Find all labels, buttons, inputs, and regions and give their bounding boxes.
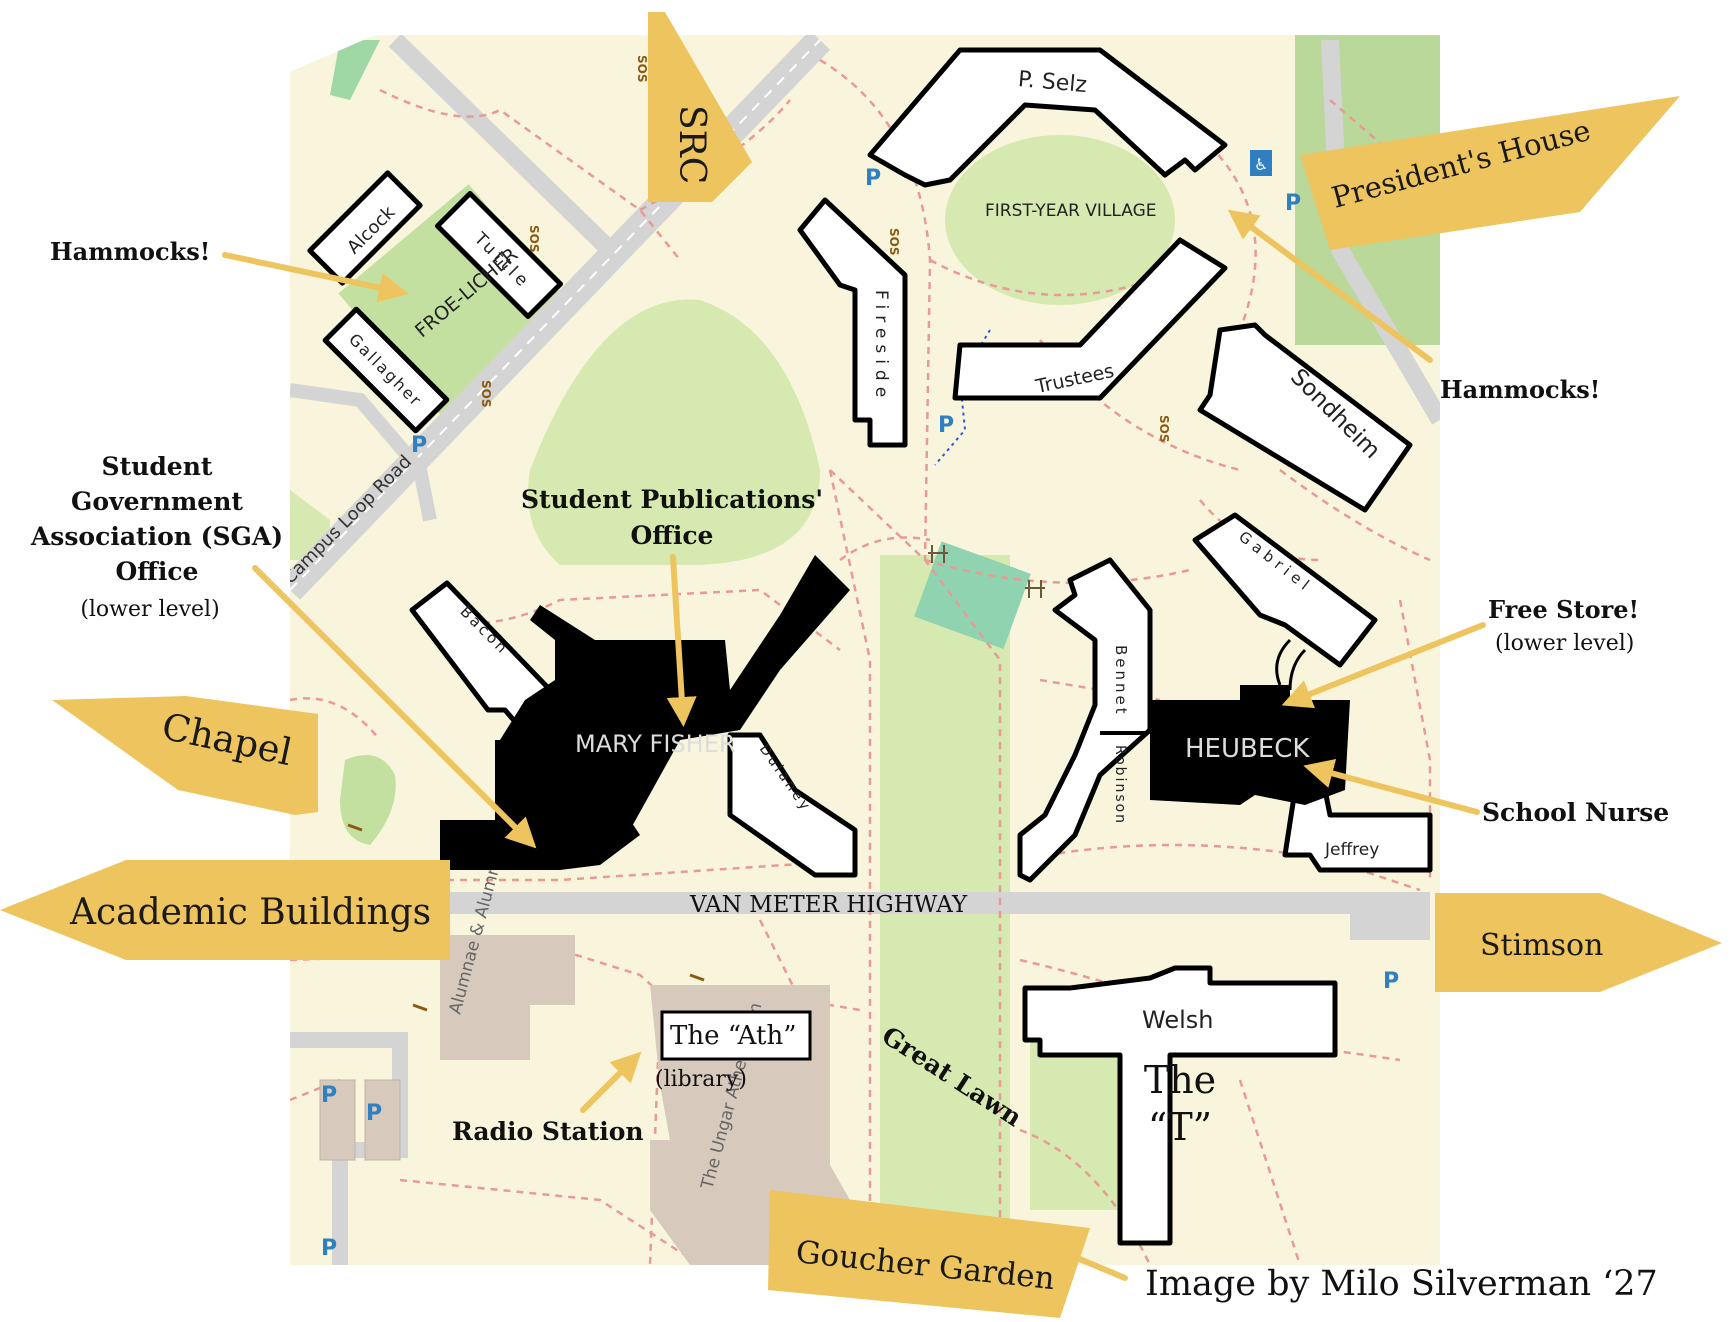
parking-icon: P <box>321 1083 337 1108</box>
welsh-label: Welsh <box>1142 1006 1213 1034</box>
picnic-table-icon <box>1025 580 1045 598</box>
src-label[interactable]: SRC <box>671 105 712 184</box>
accessible-icon: ♿ <box>1250 150 1272 176</box>
van-meter-highway <box>290 892 1430 914</box>
trustees-building <box>952 237 1228 401</box>
jeffrey-label: Jeffrey <box>1324 840 1379 860</box>
p-selz-building <box>867 47 1228 188</box>
robinson-label: Robinson <box>1112 745 1128 825</box>
gabriel-building <box>1192 512 1378 668</box>
direction-banners <box>0 12 1722 1318</box>
academic-buildings <box>440 555 1350 870</box>
welsh-building <box>1022 965 1338 1246</box>
hammocks-left-arrow <box>222 252 409 303</box>
bennet-robinson-building <box>1017 557 1153 883</box>
alumnae-house-footprint <box>440 935 575 1060</box>
sga-label-line-2: Government <box>71 487 243 516</box>
parking-icon: P <box>1285 191 1301 216</box>
student-pubs-label-line-2: Office <box>631 521 714 550</box>
radio-station-arrow <box>580 1051 642 1113</box>
chapel-grove <box>340 755 396 845</box>
credit-label: Image by Milo Silverman ‘27 <box>1145 1264 1658 1304</box>
sos-icon: SOS <box>1157 415 1171 443</box>
chapel-banner <box>52 696 318 815</box>
annotation-labels: Hammocks! Hammocks! Student Government A… <box>30 237 1669 1304</box>
free-store-sublabel: (lower level) <box>1495 631 1634 656</box>
parking-icon: P <box>321 1236 337 1261</box>
school-nurse-label: School Nurse <box>1482 798 1669 827</box>
student-pubs-label: Student Publications' Office <box>521 485 823 550</box>
radio-station-label: Radio Station <box>452 1117 644 1146</box>
parking-icon: P <box>411 433 427 458</box>
parking-icon: P <box>938 413 954 438</box>
sga-label-line-1: Student <box>102 452 213 481</box>
ath-sublabel: (library) <box>655 1067 747 1092</box>
p-selz-label: P. Selz <box>1017 67 1088 98</box>
ath-label-box <box>660 1010 812 1061</box>
goucher-garden-banner <box>768 1190 1090 1318</box>
mary-fisher-label: MARY FISHER <box>575 730 736 758</box>
sga-label-line-4: Office <box>116 557 199 586</box>
bench-icon <box>412 1003 428 1012</box>
dulaney-building <box>727 732 858 878</box>
fireside-building <box>797 197 908 448</box>
heubeck-building <box>1150 685 1350 805</box>
picnic-table-icons <box>928 545 1045 598</box>
src-banner <box>648 12 752 202</box>
sga-label-line-3: Association (SGA) <box>30 522 283 551</box>
student-pubs-arrow <box>666 554 697 727</box>
gallagher-building <box>322 306 450 434</box>
welsh-lawn <box>1030 1040 1130 1210</box>
ath-label[interactable]: The “Ath” <box>670 1021 796 1051</box>
sos-icon: SOS <box>527 225 541 253</box>
northwest-woods <box>330 40 380 100</box>
the-t-label-line-1: The <box>1144 1058 1216 1102</box>
alcock-building <box>307 170 423 286</box>
hammocks-right-label: Hammocks! <box>1440 375 1600 404</box>
sos-icon: SOS <box>887 228 901 256</box>
presidents-house-banner <box>1300 96 1680 250</box>
heubeck-label: HEUBECK <box>1185 734 1310 764</box>
student-pubs-label-line-1: Student Publications' <box>521 485 823 514</box>
svg-text:♿: ♿ <box>1254 155 1268 174</box>
school-nurse-arrow <box>1303 758 1480 815</box>
bennet-label: Bennet <box>1112 645 1130 717</box>
mary-fisher-building <box>440 555 850 870</box>
stimson-banner <box>1435 893 1722 992</box>
fireside-label: Fireside <box>871 290 891 403</box>
first-year-village-lawn <box>945 135 1175 305</box>
hammocks-right-arrow <box>1227 209 1433 363</box>
free-store-label: Free Store! <box>1488 595 1639 624</box>
parking-icons: P P P P P P P P <box>321 166 1399 1261</box>
academic-buildings-banner <box>0 860 450 960</box>
bench-icon <box>347 823 363 832</box>
stimson-label[interactable]: Stimson <box>1480 928 1603 963</box>
sondheim-building <box>1197 322 1413 513</box>
picnic-table-icon <box>928 545 948 563</box>
the-t-label-line-2: “T” <box>1148 1105 1212 1149</box>
first-year-village-label: FIRST-YEAR VILLAGE <box>985 201 1157 221</box>
buildings <box>307 47 1433 1246</box>
van-meter-highway-label: VAN METER HIGHWAY <box>689 892 968 918</box>
sos-icon: SOS <box>479 380 493 408</box>
main-quad-lawn <box>528 299 820 565</box>
sos-icons: SOS SOS SOS SOS SOS <box>479 55 1171 443</box>
bench-icon <box>689 973 705 982</box>
bench-icons <box>347 823 705 1012</box>
sga-arrow <box>252 565 537 849</box>
parking-icon: P <box>865 166 881 191</box>
hammocks-left-label: Hammocks! <box>50 237 210 266</box>
free-store-arrow <box>1281 622 1486 709</box>
academic-buildings-label[interactable]: Academic Buildings <box>69 892 431 933</box>
jeffrey-building <box>1282 787 1433 873</box>
teal-pool <box>914 541 1031 650</box>
sos-icon: SOS <box>635 55 649 83</box>
sga-label: Student Government Association (SGA) Off… <box>30 452 283 586</box>
parking-icon: P <box>1383 969 1399 994</box>
sga-sublabel: (lower level) <box>80 597 219 622</box>
tuttle-building <box>434 190 564 320</box>
parking-icon: P <box>366 1101 382 1126</box>
